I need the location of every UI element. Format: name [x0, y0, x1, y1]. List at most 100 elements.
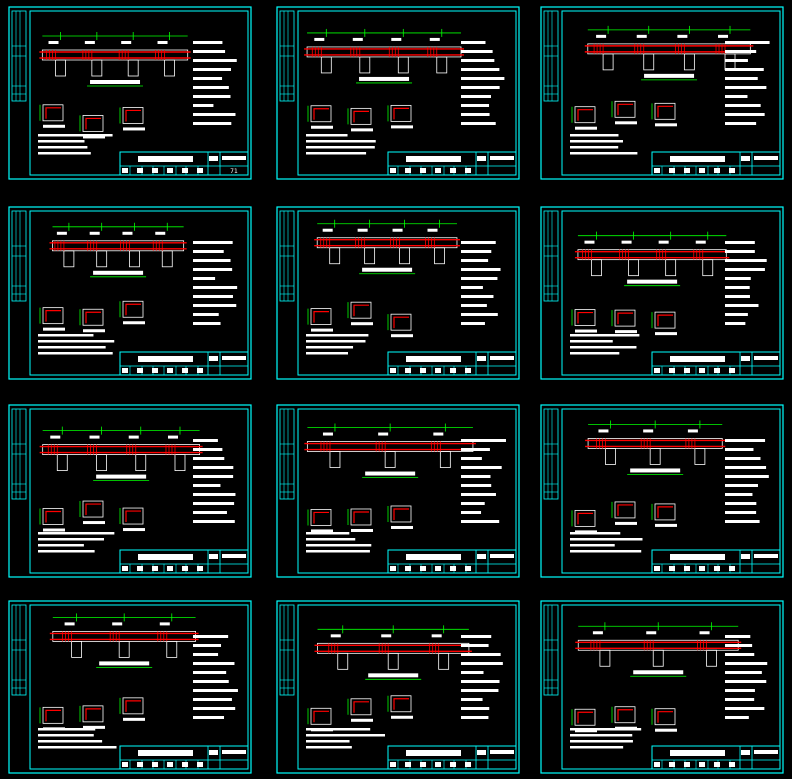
inner-frame	[29, 10, 249, 176]
binding-strip	[543, 408, 559, 500]
title-block	[387, 351, 517, 376]
section-detail	[79, 500, 105, 525]
title-text-block	[406, 554, 461, 560]
title-text-block	[670, 156, 725, 162]
drawing-sheet-7[interactable]	[8, 404, 252, 578]
label-block	[322, 432, 333, 436]
column	[135, 454, 147, 471]
sheet-canvas	[8, 600, 252, 774]
outer-frame	[276, 6, 520, 180]
column	[55, 59, 66, 77]
outer-frame	[540, 6, 784, 180]
label-block	[643, 429, 654, 433]
drawing-sheet-3[interactable]	[540, 6, 784, 180]
outer-frame	[540, 600, 784, 774]
column	[591, 259, 602, 277]
title-block	[387, 151, 517, 176]
inner-frame	[561, 604, 781, 770]
sheet-canvas: 71	[8, 6, 252, 180]
beam-detail	[49, 222, 187, 278]
section-detail	[347, 508, 373, 532]
title-text-block	[406, 156, 461, 162]
label-block	[596, 34, 607, 38]
label-block	[128, 435, 139, 439]
column	[337, 652, 349, 670]
section-detail	[307, 308, 333, 332]
beam-outline	[577, 249, 727, 261]
sheet-canvas	[276, 206, 520, 380]
label-block	[121, 41, 132, 45]
section-detail	[39, 508, 65, 532]
section-detail	[119, 507, 145, 532]
column	[174, 454, 186, 471]
label-block	[687, 429, 698, 433]
column	[129, 250, 140, 268]
label-block	[322, 228, 333, 232]
column	[56, 454, 68, 471]
caption-block	[644, 73, 695, 78]
title-block	[651, 549, 781, 574]
section-detail	[651, 102, 677, 127]
section-detail	[39, 307, 65, 331]
title-text-block	[406, 356, 461, 362]
title-block: 71	[119, 151, 249, 176]
label-block	[64, 622, 75, 626]
section-detail	[79, 705, 105, 729]
label-block	[427, 228, 438, 232]
column	[364, 247, 376, 265]
drawing-sheet-1[interactable]: 71	[8, 6, 252, 180]
binding-strip	[279, 210, 295, 302]
inner-frame	[561, 10, 781, 176]
section-detail	[119, 697, 145, 721]
column	[164, 59, 175, 77]
section-detail	[571, 509, 597, 534]
label-block	[89, 435, 100, 439]
label-block	[122, 231, 133, 235]
label-block	[314, 37, 325, 41]
caption-block	[627, 279, 678, 284]
section-detail	[347, 107, 373, 132]
outer-frame	[8, 404, 252, 578]
caption-block	[362, 267, 413, 272]
column	[694, 448, 706, 465]
drawing-sheet-5[interactable]	[276, 206, 520, 380]
label-block	[658, 240, 669, 244]
drawing-sheet-10[interactable]	[8, 600, 252, 774]
section-detail	[651, 503, 677, 527]
caption-block	[365, 471, 416, 476]
column	[602, 53, 614, 71]
sheet-canvas	[540, 206, 784, 380]
column	[649, 448, 661, 465]
section-detail	[119, 107, 145, 131]
column	[599, 649, 611, 667]
drawing-sheet-2[interactable]	[276, 6, 520, 180]
column	[387, 652, 399, 670]
label-block	[598, 429, 609, 433]
outer-frame	[8, 206, 252, 380]
drawing-sheet-11[interactable]	[276, 600, 520, 774]
drawing-sheet-9[interactable]	[540, 404, 784, 578]
outer-frame	[8, 6, 252, 180]
beam-outline	[52, 240, 185, 252]
section-detail	[387, 104, 413, 129]
column	[63, 250, 75, 268]
title-text-block	[138, 356, 193, 362]
column	[397, 56, 409, 74]
title-block	[651, 745, 781, 770]
inner-frame	[561, 408, 781, 574]
beam-detail	[314, 625, 472, 680]
column	[652, 649, 664, 667]
label-block	[167, 435, 178, 439]
drawing-sheet-4[interactable]	[8, 206, 252, 380]
title-block	[119, 549, 249, 574]
drawing-sheet-6[interactable]	[540, 206, 784, 380]
label-block	[157, 41, 168, 45]
caption-block	[359, 76, 410, 81]
section-detail	[571, 309, 597, 333]
drawing-sheet-8[interactable]	[276, 404, 520, 578]
drawing-sheet-12[interactable]	[540, 600, 784, 774]
inner-frame	[29, 408, 249, 574]
column	[118, 640, 130, 658]
label-block	[159, 622, 170, 626]
label-block	[592, 631, 603, 635]
